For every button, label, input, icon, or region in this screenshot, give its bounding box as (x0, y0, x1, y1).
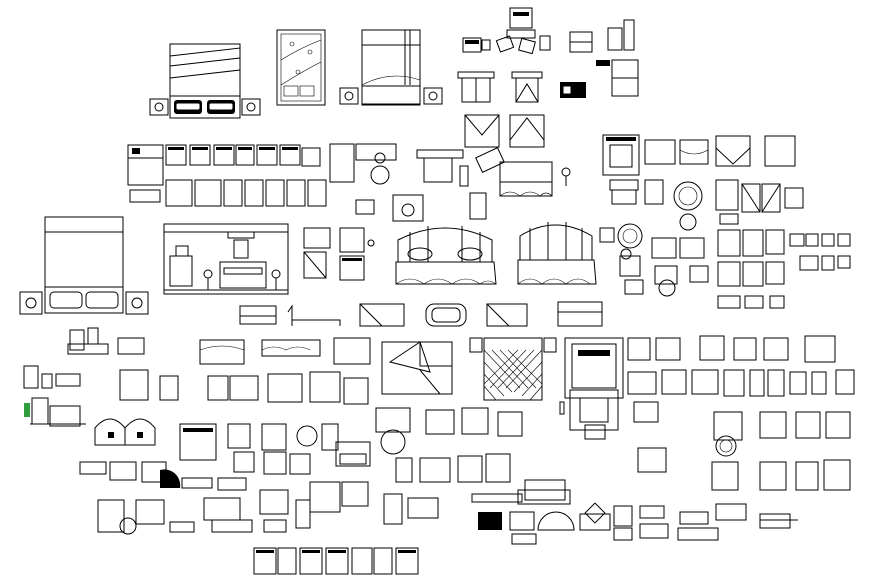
bed-elevation-row2 (416, 147, 571, 197)
bed-cluster-right-row2 (602, 134, 804, 231)
bed-block-strip-row2 (127, 143, 397, 207)
bed-elevation-canopy-2 (517, 222, 597, 285)
bed-plans-mid-section (199, 337, 453, 405)
small-bed-cluster-top-2 (457, 71, 586, 148)
bed-elevation-canopy-1 (395, 226, 497, 285)
small-bed-plans-mid (303, 192, 487, 281)
bed-plan-large-2 (339, 29, 443, 106)
bed-plan-quilted (469, 337, 557, 401)
bed-plan-ornate (564, 337, 687, 440)
bed-strip-bottom (253, 547, 419, 575)
bed-cluster-right-row3 (617, 223, 851, 309)
bed-side-elevations-row (239, 301, 603, 327)
bed-plan-patterned (276, 29, 326, 106)
small-bed-cluster-top (462, 7, 639, 97)
bed-cluster-lower-left (79, 423, 371, 535)
bed-cluster-right-row4 (637, 335, 855, 491)
bed-cluster-lower-middle (375, 407, 575, 545)
nightstand-details-left (23, 327, 179, 446)
bed-plan-double-left (19, 216, 149, 315)
bed-plan-large-1 (149, 43, 261, 119)
bed-cluster-lower-right (579, 502, 798, 541)
bedroom-elevation-scene (163, 223, 289, 295)
bedroom-layout-small (355, 165, 632, 415)
